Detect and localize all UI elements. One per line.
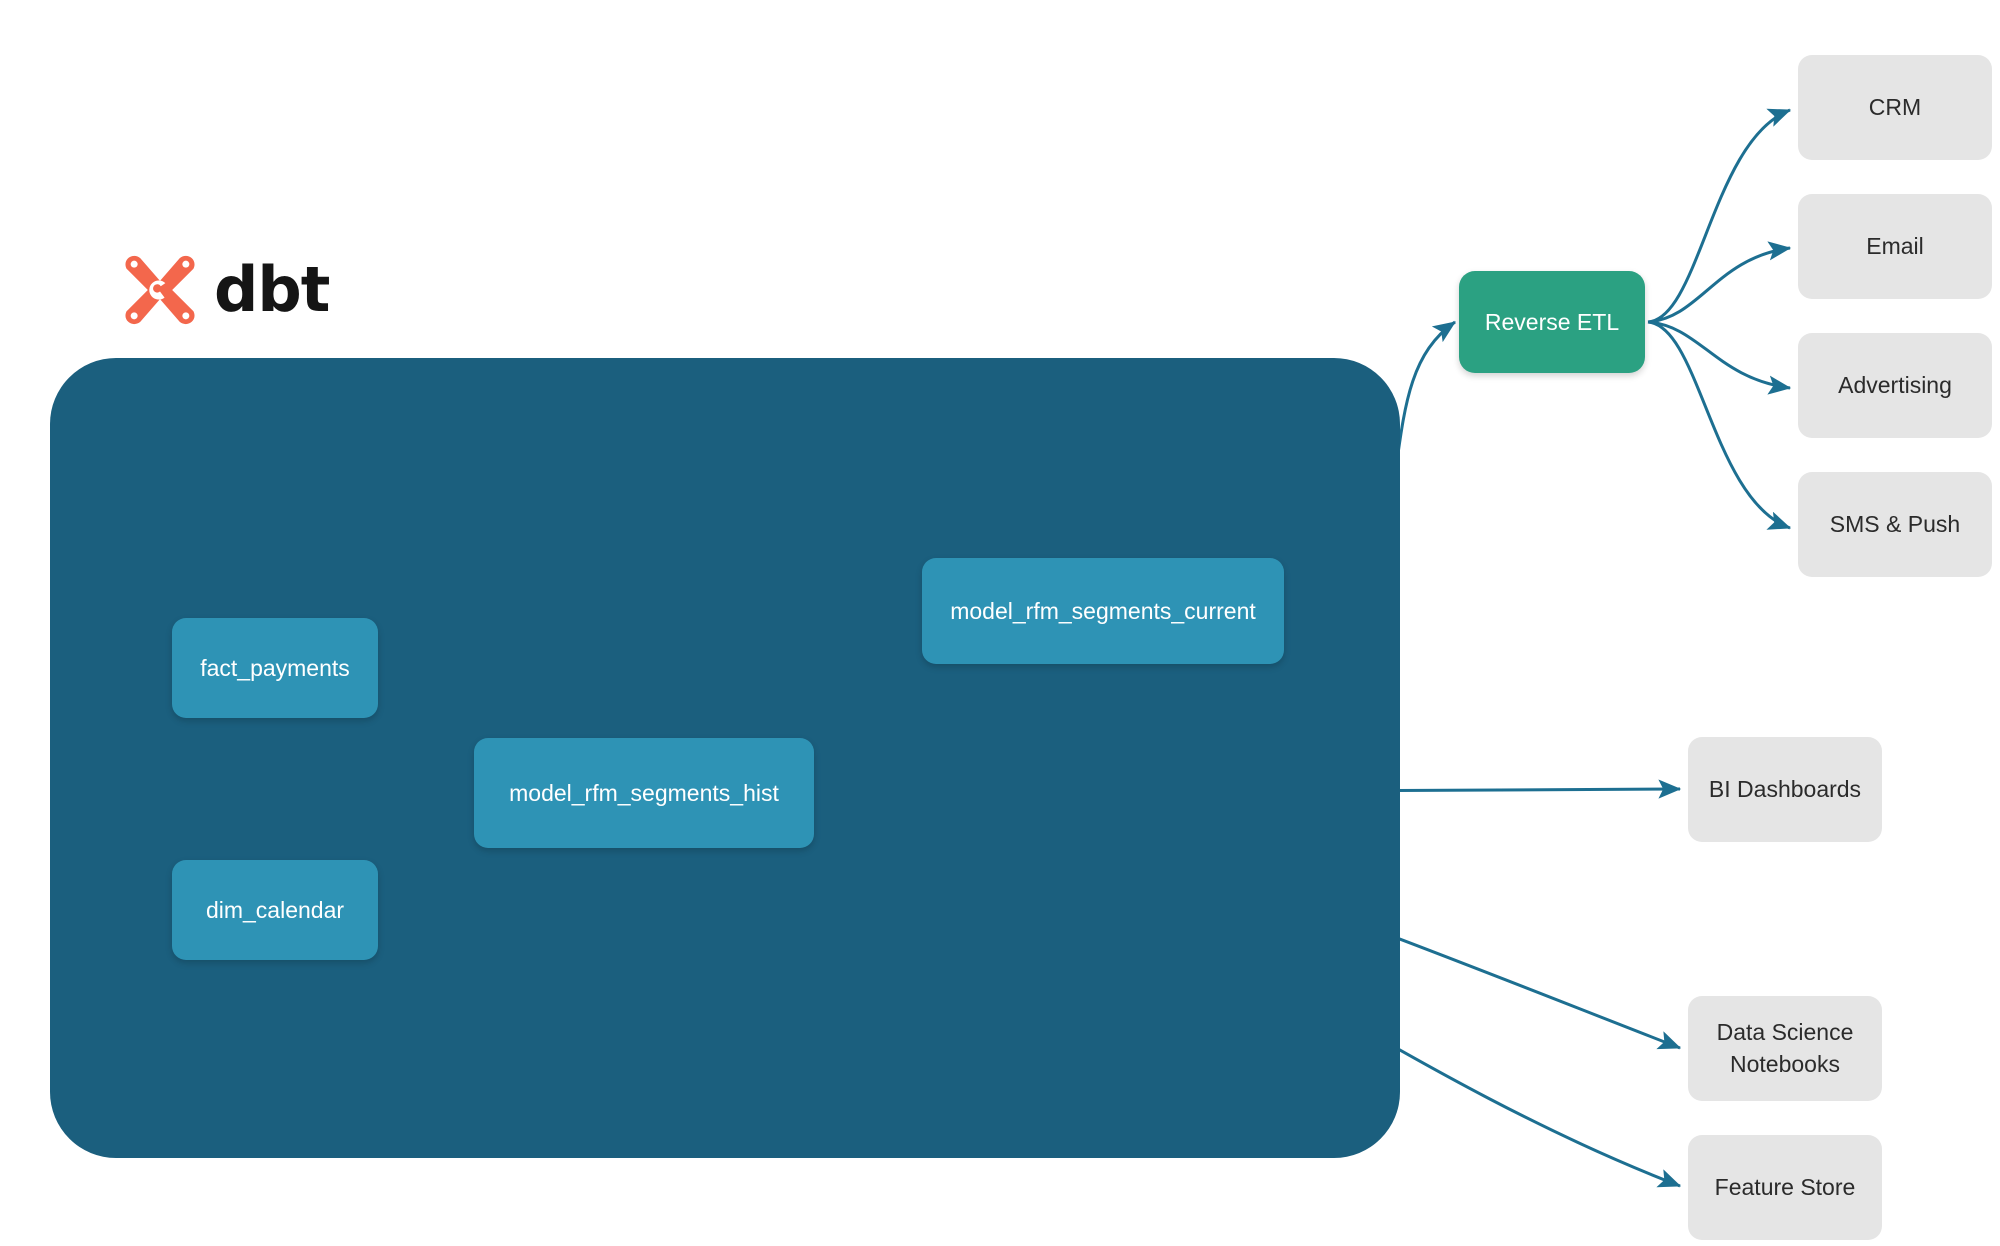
- node-consumer-data-science-notebooks[interactable]: Data Science Notebooks: [1688, 996, 1882, 1101]
- consumer-label-line-1: Data Science: [1716, 1019, 1854, 1046]
- node-model-rfm-segments-hist[interactable]: model_rfm_segments_hist: [474, 738, 814, 848]
- node-destination-advertising[interactable]: Advertising: [1798, 333, 1992, 438]
- edge-reverse-etl-to-sms-push: [1647, 320, 1792, 530]
- edge-reverse-etl-to-email: [1647, 241, 1792, 324]
- node-fact-payments[interactable]: fact_payments: [172, 618, 378, 718]
- consumer-label-line-2: Notebooks: [1730, 1050, 1840, 1077]
- edge-reverse-etl-to-advertising: [1647, 320, 1792, 395]
- node-consumer-feature-store[interactable]: Feature Store: [1688, 1135, 1882, 1240]
- node-destination-email[interactable]: Email: [1798, 194, 1992, 299]
- node-destination-sms-push[interactable]: SMS & Push: [1798, 472, 1992, 577]
- node-destination-crm[interactable]: CRM: [1798, 55, 1992, 160]
- node-dim-calendar[interactable]: dim_calendar: [172, 860, 378, 960]
- dbt-logo-icon: [125, 255, 195, 325]
- edge-reverse-etl-to-crm: [1647, 108, 1792, 324]
- node-reverse-etl[interactable]: Reverse ETL: [1459, 271, 1645, 373]
- node-consumer-bi-dashboards[interactable]: BI Dashboards: [1688, 737, 1882, 842]
- dbt-brand: dbt: [122, 252, 330, 328]
- reverse-etl-fanout-edges: [1647, 108, 1792, 530]
- node-model-rfm-segments-current[interactable]: model_rfm_segments_current: [922, 558, 1284, 664]
- dbt-wordmark: dbt: [214, 253, 330, 326]
